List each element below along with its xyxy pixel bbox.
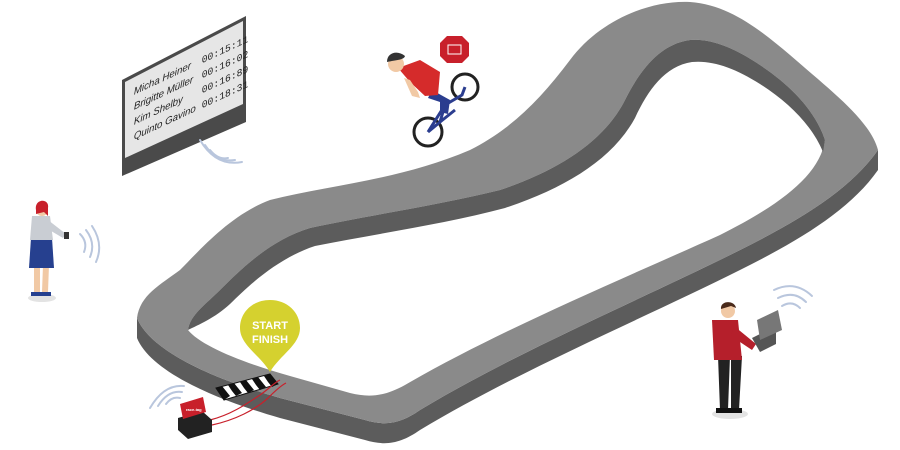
timing-box-base (178, 411, 212, 439)
timing-box: race-tag (178, 397, 212, 439)
scoreboard-wireless-icon (199, 139, 243, 164)
man-hair (720, 302, 736, 309)
start-finish-marker: START FINISH (240, 300, 300, 372)
timing-cable-2 (211, 382, 287, 426)
rider-legs (428, 90, 450, 114)
marker-label-finish: FINISH (252, 334, 288, 346)
scoreboard-screen (125, 21, 243, 158)
timing-box-lid (180, 397, 206, 419)
man-shoes (716, 408, 742, 413)
woman-top (30, 216, 53, 240)
laptop-wireless-icon (773, 285, 813, 309)
spectator-woman (28, 200, 69, 302)
woman-hair (35, 200, 49, 216)
marker-pin (240, 300, 300, 372)
timing-box-label: race-tag (186, 407, 202, 412)
track-surface (137, 1, 878, 424)
woman-arm (46, 220, 66, 238)
rider-torso (398, 60, 440, 96)
woman-skirt (29, 238, 54, 268)
bike-rear-wheel (412, 116, 444, 148)
laptop-screen (757, 310, 782, 340)
transponder-tag-inner (447, 44, 462, 55)
rider-arm (404, 78, 420, 98)
cyclist (387, 36, 480, 148)
track-inner-wall (188, 39, 825, 330)
scoreboard: Micha Heiner 00:15:11 Brigitte Müller 00… (122, 16, 248, 176)
start-finish-line (215, 373, 279, 401)
phone-icon (64, 232, 69, 239)
man-arm (731, 326, 756, 350)
bike-front-wheel (450, 72, 480, 102)
woman-legs (34, 265, 49, 292)
timing-box-wireless-icon (149, 384, 185, 409)
man-legs (718, 356, 742, 410)
pump-track (137, 1, 878, 444)
timing-cable (209, 379, 281, 421)
woman-shoes (31, 292, 51, 296)
checkered-squares (216, 374, 278, 400)
rider-helmet (387, 52, 405, 62)
operator-man (712, 302, 782, 419)
phone-wireless-icon (79, 225, 101, 263)
marker-label-start: START (252, 320, 288, 332)
transponder-tag (440, 36, 469, 63)
